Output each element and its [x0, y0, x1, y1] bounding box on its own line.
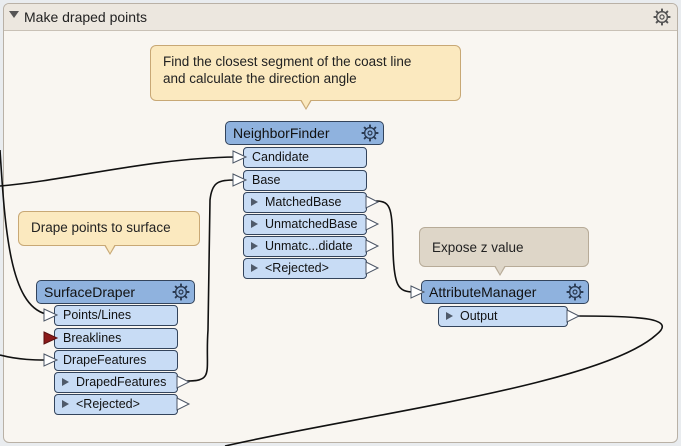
port-label: Candidate [252, 150, 309, 164]
annotation-pointer-fill [495, 265, 505, 274]
wire-matched-to-attribute-manager [375, 200, 415, 293]
port-expand-icon[interactable] [251, 242, 258, 250]
output-port-matched-base[interactable]: MatchedBase [243, 192, 367, 213]
port-expand-icon[interactable] [251, 198, 258, 206]
input-port-base[interactable]: Base [243, 170, 367, 191]
gear-icon[interactable] [566, 283, 584, 301]
output-port-rejected[interactable]: <Rejected> [243, 258, 367, 279]
port-label: <Rejected> [76, 397, 140, 411]
annotation-neighbor-finder[interactable]: Find the closest segment of the coast li… [150, 45, 461, 101]
gear-icon[interactable] [653, 8, 671, 26]
annotation-surface-draper[interactable]: Drape points to surface [18, 211, 200, 246]
transformer-neighbor-finder[interactable]: NeighborFinder [225, 121, 384, 145]
annotation-text: Expose z value [432, 240, 524, 255]
gear-icon[interactable] [361, 124, 379, 142]
bookmark-header[interactable]: Make draped points [4, 4, 677, 31]
input-port-breaklines[interactable]: Breaklines [54, 328, 178, 349]
wire-draped-to-base [186, 179, 237, 382]
port-label: MatchedBase [265, 195, 342, 209]
transformer-name: SurfaceDraper [44, 284, 136, 300]
port-expand-icon[interactable] [251, 264, 258, 272]
port-label: Unmatc...didate [265, 239, 353, 253]
annotation-line-2: and calculate the direction angle [163, 71, 357, 86]
annotation-pointer-fill [105, 244, 115, 253]
port-label: DrapeFeatures [63, 353, 147, 367]
collapse-triangle-icon[interactable] [9, 11, 19, 18]
annotation-attribute-manager[interactable]: Expose z value [419, 227, 589, 267]
transformer-surface-draper[interactable]: SurfaceDraper [36, 280, 195, 304]
bookmark-title: Make draped points [24, 9, 147, 25]
output-port-unmatched-base[interactable]: UnmatchedBase [243, 214, 367, 235]
input-port-drape-features[interactable]: DrapeFeatures [54, 350, 178, 371]
port-label: DrapedFeatures [76, 375, 167, 389]
port-label: Points/Lines [63, 308, 132, 322]
port-expand-icon[interactable] [446, 312, 453, 320]
port-label: Breaklines [63, 331, 122, 345]
wire-to-candidate [0, 156, 237, 187]
wire-output-loop [224, 315, 663, 446]
port-expand-icon[interactable] [62, 378, 69, 386]
wire-to-drape-features [0, 354, 47, 361]
transformer-name: AttributeManager [429, 284, 537, 300]
input-port-points-lines[interactable]: Points/Lines [54, 305, 178, 326]
output-port-output[interactable]: Output [438, 306, 568, 327]
port-expand-icon[interactable] [62, 400, 69, 408]
output-port-unmatched-candidate[interactable]: Unmatc...didate [243, 236, 367, 257]
annotation-pointer-fill [301, 99, 311, 108]
transformer-attribute-manager[interactable]: AttributeManager [421, 280, 589, 304]
output-port-rejected[interactable]: <Rejected> [54, 394, 178, 415]
transformer-name: NeighborFinder [233, 125, 330, 141]
port-label: UnmatchedBase [265, 217, 358, 231]
annotation-text: Drape points to surface [31, 220, 171, 235]
port-label: Base [252, 173, 281, 187]
output-port-draped-features[interactable]: DrapedFeatures [54, 372, 178, 393]
wire-to-points-lines [0, 149, 47, 315]
port-label: <Rejected> [265, 261, 329, 275]
annotation-line-1: Find the closest segment of the coast li… [163, 54, 412, 69]
input-port-candidate[interactable]: Candidate [243, 147, 367, 168]
gear-icon[interactable] [172, 283, 190, 301]
port-label: Output [460, 309, 498, 323]
port-expand-icon[interactable] [251, 220, 258, 228]
